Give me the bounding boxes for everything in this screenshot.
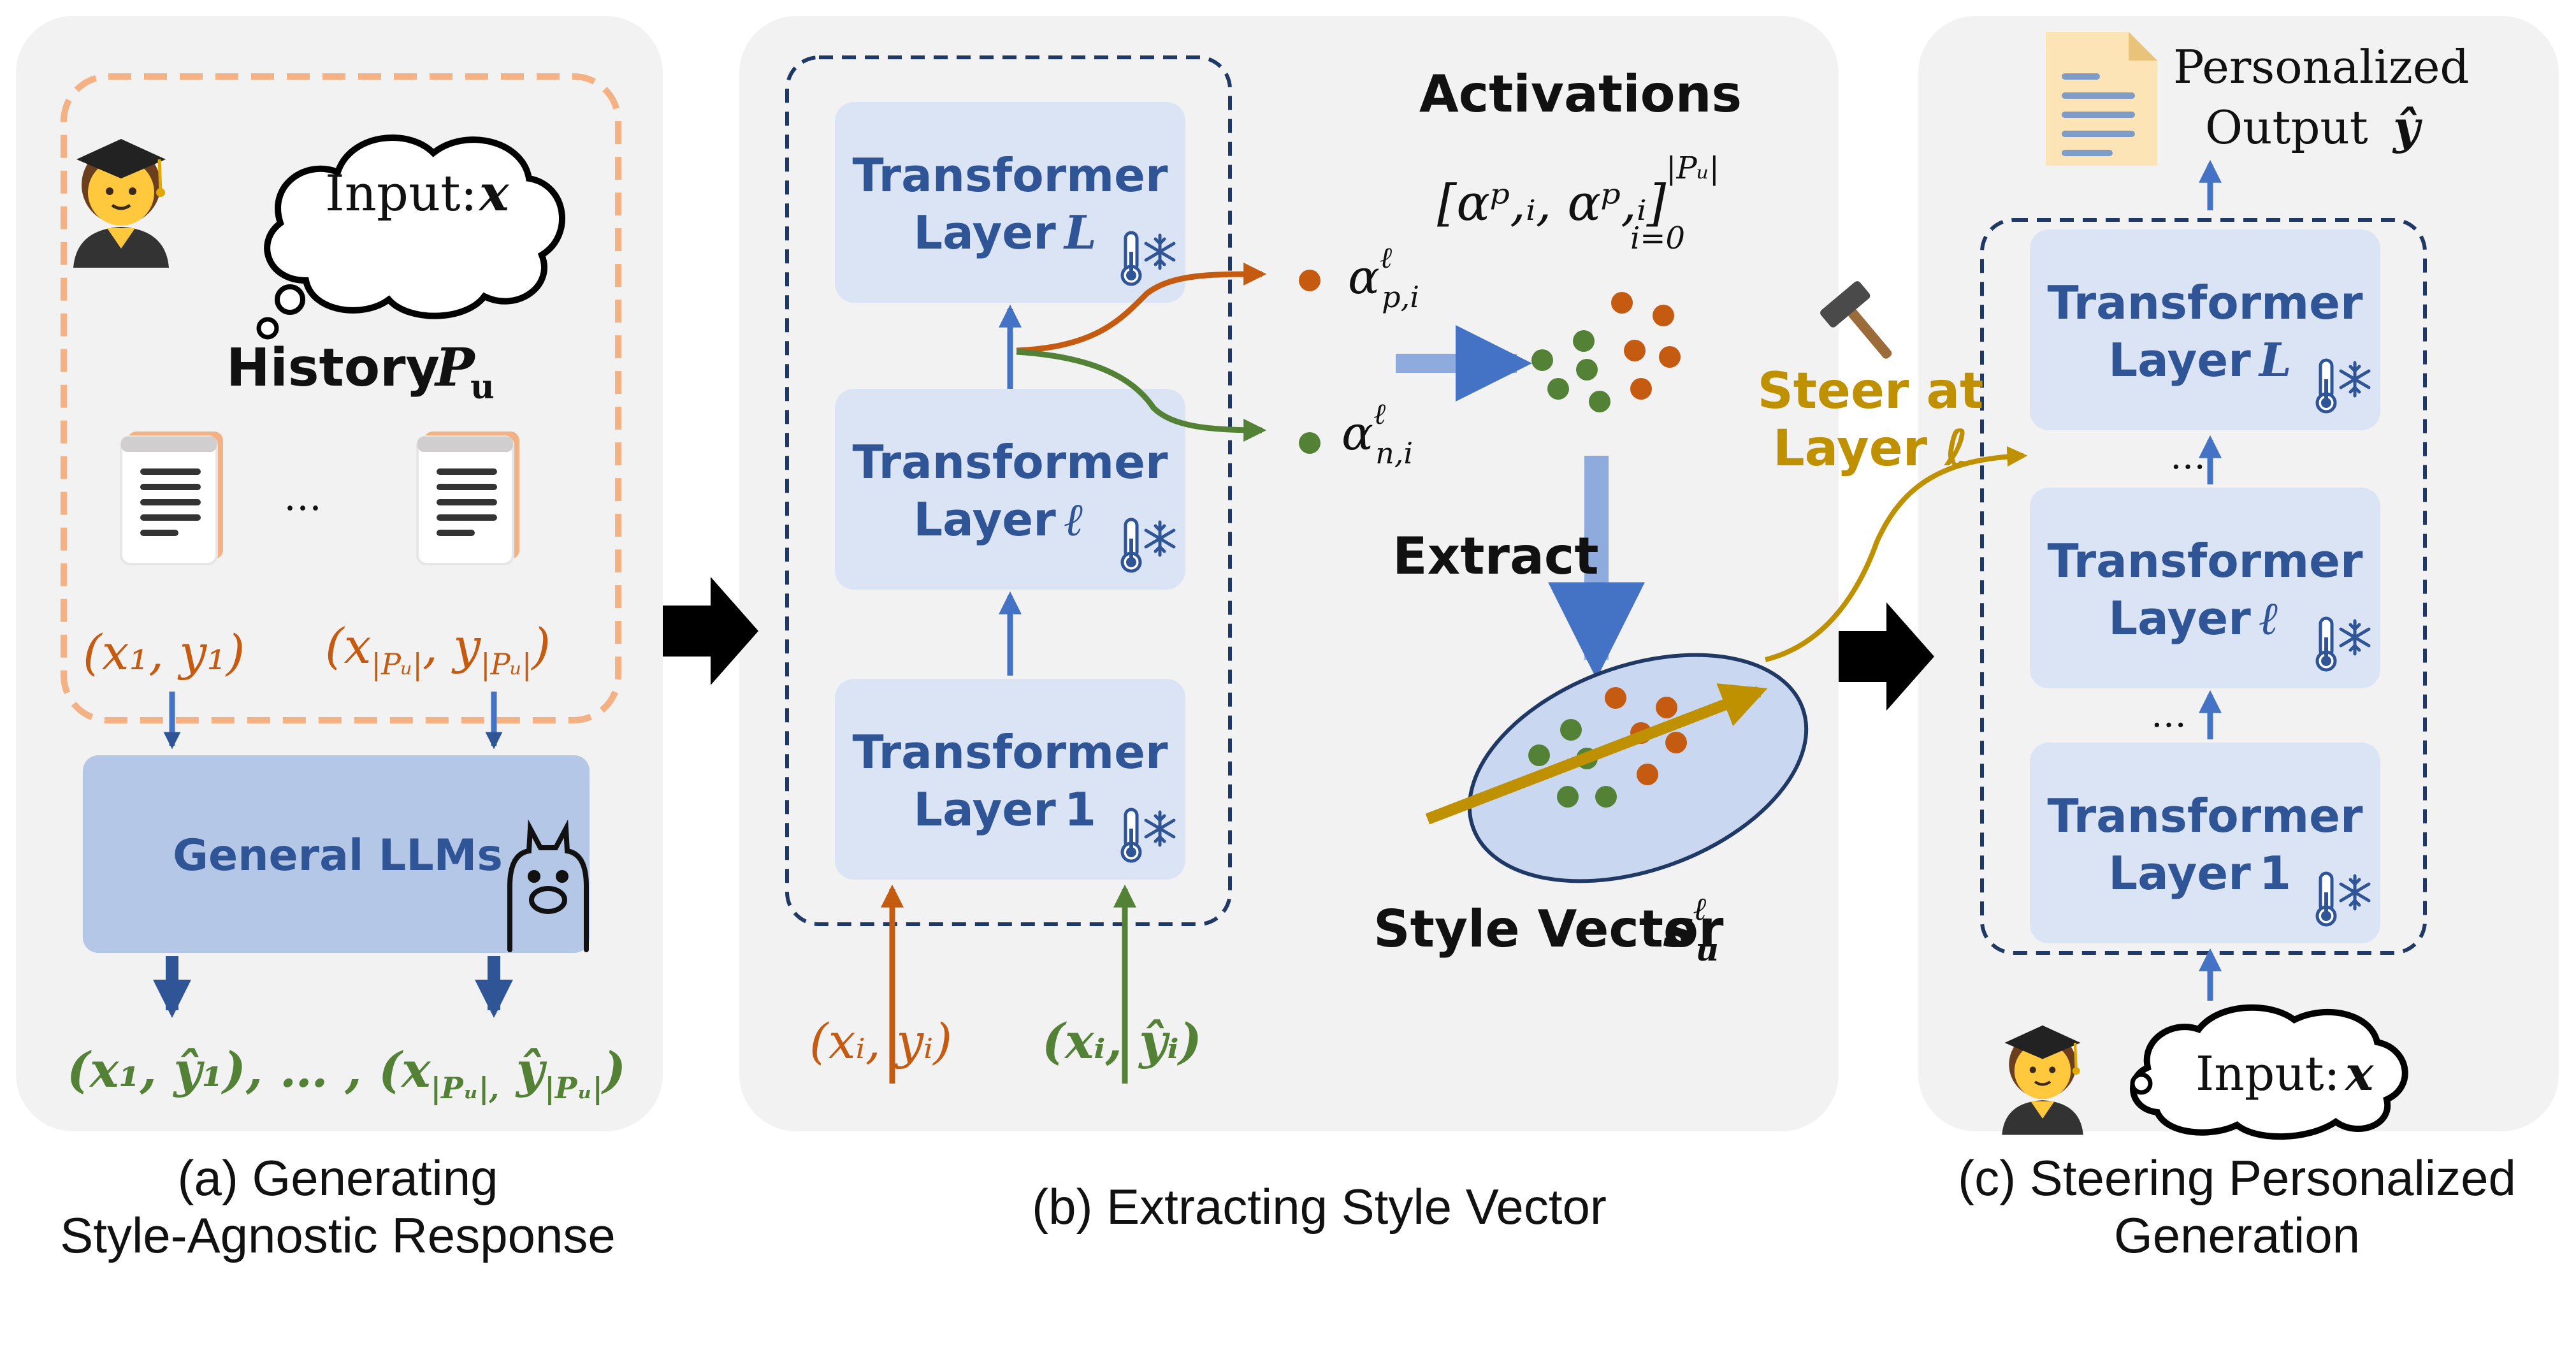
- svg-text:Layer: Layer: [913, 493, 1056, 546]
- svg-text:Layer: Layer: [913, 783, 1056, 836]
- general-llms-label: General LLMs: [173, 831, 503, 881]
- negative-activation-dot: [1299, 432, 1321, 454]
- general-llms-box: [83, 755, 590, 953]
- student-icon: [73, 139, 169, 268]
- llama-icon: [507, 819, 589, 952]
- svg-text:(x₁, ŷ₁), … , (x|Pᵤ|, ŷ|Pᵤ|): (x₁, ŷ₁), … , (x|Pᵤ|, ŷ|Pᵤ|): [67, 1041, 626, 1105]
- personalized-output-var: ŷ: [2392, 100, 2422, 154]
- green-activation-curve: [1016, 349, 1267, 442]
- document-icon: [416, 430, 521, 565]
- big-arrow-a-to-b: [663, 577, 758, 685]
- thermometer-icon: [1122, 233, 1140, 284]
- caption-c-line2: Generation: [2114, 1207, 2360, 1263]
- svg-text:Style Vector: Style Vector: [1373, 899, 1724, 959]
- panel-c-dots-lower: …: [2151, 694, 2187, 736]
- thermometer-icon: [2317, 618, 2335, 670]
- svg-text:[αᵖ,ᵢ, αᵖ,ᵢ]|Pᵤ|i=0: [αᵖ,ᵢ, αᵖ,ᵢ]|Pᵤ|i=0: [1437, 150, 1719, 256]
- svg-text:Transformer: Transformer: [852, 149, 1168, 202]
- caption-a-line1: (a) Generating: [178, 1150, 498, 1206]
- history-pair-last: (x|Pᵤ|, y|Pᵤ|): [325, 618, 551, 681]
- steer-label-line2: Layer ℓ: [1773, 420, 1968, 477]
- history-sub: u: [470, 368, 495, 407]
- panel-b-input-green: (xᵢ, ŷᵢ): [1042, 1013, 1202, 1070]
- svg-text:1: 1: [1064, 783, 1096, 836]
- svg-text:αℓp,i: αℓp,i: [1348, 240, 1419, 314]
- panel-b-layer-mid: Transformer Layer ℓ: [835, 389, 1185, 590]
- thermometer-icon: [1122, 809, 1140, 861]
- history-var: P: [434, 337, 476, 398]
- svg-text:Layer: Layer: [2108, 846, 2251, 900]
- big-arrow-b-to-c: [1839, 602, 1934, 711]
- svg-text:Layer: Layer: [2108, 591, 2251, 645]
- activations-formula: [αᵖ,ᵢ, αᵖ,ᵢ]|Pᵤ|i=0: [1437, 150, 1719, 256]
- caption-c-line1: (c) Steering Personalized: [1958, 1150, 2516, 1206]
- svg-text:Layer: Layer: [2108, 333, 2251, 387]
- panel-b-layer-bottom: Transformer Layer 1: [835, 679, 1185, 880]
- panel-c-input-label: Input:: [2196, 1047, 2340, 1101]
- style-vector-ellipse: [1425, 653, 1809, 883]
- svg-text:Transformer: Transformer: [852, 725, 1168, 779]
- thought-cloud-icon: [256, 134, 565, 340]
- activations-title: Activations: [1419, 64, 1742, 124]
- panel-c-layer-top: Transformer Layer L: [2030, 229, 2380, 430]
- output-document-icon: [2046, 32, 2157, 166]
- svg-text:sℓu: sℓu: [1663, 890, 1719, 968]
- caption-a-line2: Style-Agnostic Response: [60, 1207, 615, 1263]
- style-vector-arrow: [1425, 683, 1768, 825]
- panel-c-layer-bottom: Transformer Layer 1: [2030, 743, 2380, 943]
- personalized-output-line1: Personalized: [2173, 40, 2470, 94]
- hammer-icon: [1820, 281, 1892, 359]
- svg-text:Transformer: Transformer: [2047, 534, 2363, 588]
- thermometer-icon: [2317, 360, 2335, 412]
- svg-text:L: L: [2258, 333, 2292, 387]
- thought-cloud-icon: [2130, 1004, 2408, 1140]
- history-dots: …: [284, 475, 322, 519]
- svg-text:ℓ: ℓ: [2259, 591, 2279, 645]
- svg-text:L: L: [1063, 205, 1097, 259]
- orange-activation-curve: [1016, 263, 1267, 354]
- steer-label-line1: Steer at: [1758, 363, 1984, 420]
- svg-text:Transformer: Transformer: [2047, 276, 2363, 330]
- caption-b: (b) Extracting Style Vector: [1032, 1179, 1607, 1235]
- style-agnostic-output: (x₁, ŷ₁), … , (x|Pᵤ|, ŷ|Pᵤ|): [67, 1041, 626, 1105]
- svg-text:1: 1: [2259, 846, 2291, 900]
- thermometer-icon: [2317, 873, 2335, 925]
- svg-text:ℓ: ℓ: [1064, 492, 1084, 546]
- document-icon: [120, 430, 224, 565]
- panel-c-input-var: x: [2344, 1047, 2374, 1101]
- thermometer-icon: [1122, 519, 1140, 571]
- student-icon: [2002, 1026, 2083, 1135]
- steering-curve: [1765, 446, 2028, 662]
- svg-text:Transformer: Transformer: [852, 435, 1168, 489]
- svg-text:Transformer: Transformer: [2047, 789, 2363, 843]
- panel-a-input-var: x: [478, 164, 510, 222]
- history-dashed-box: [61, 73, 621, 723]
- history-label: History: [226, 338, 440, 398]
- svg-text:αℓn,i: αℓn,i: [1342, 396, 1413, 470]
- panel-c-dots-upper: …: [2170, 436, 2206, 477]
- svg-text:Layer: Layer: [913, 206, 1056, 259]
- panel-a-input-label: Input:: [325, 165, 477, 222]
- history-pair-first: (x₁, y₁): [83, 624, 245, 681]
- svg-text:(x|Pᵤ|, y|Pᵤ|): (x|Pᵤ|, y|Pᵤ|): [325, 618, 551, 681]
- panel-c-layer-mid: Transformer Layer ℓ: [2030, 488, 2380, 688]
- extract-label: Extract: [1393, 526, 1599, 586]
- panel-b-layer-top: Transformer Layer L: [835, 102, 1185, 303]
- panel-b-model-dashed-box: [785, 55, 1232, 926]
- personalized-output-line2: Output: [2205, 101, 2368, 154]
- positive-activation-dot: [1299, 270, 1321, 291]
- panel-b-input-orange: (xᵢ, yᵢ): [809, 1013, 952, 1070]
- activation-cluster: [1531, 292, 1681, 412]
